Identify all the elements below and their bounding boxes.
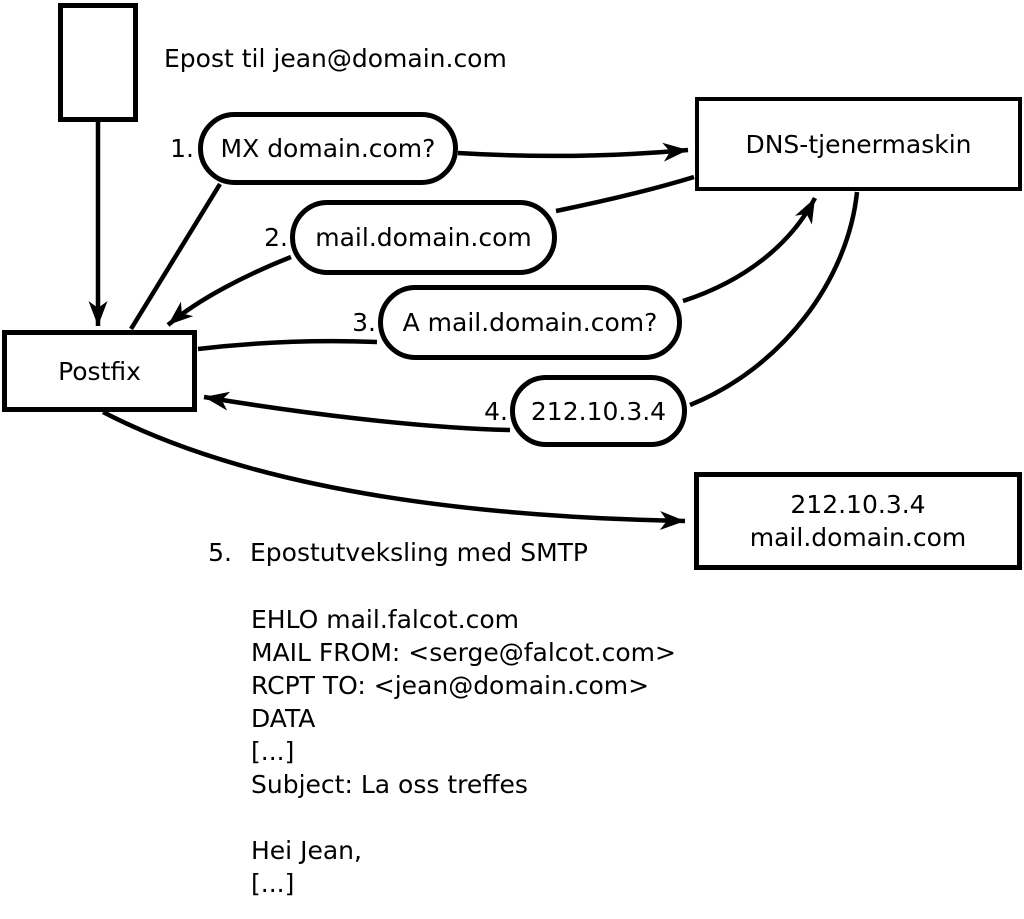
- diagram-title: Epost til jean@domain.com: [164, 44, 507, 73]
- step-bubble-label: mail.domain.com: [315, 223, 532, 252]
- dns-server-node: DNS-tjenermaskin: [695, 97, 1022, 191]
- step-bubble-a-answer: 212.10.3.4: [510, 375, 687, 447]
- step-number-1: 1.: [170, 134, 194, 163]
- dns-server-label: DNS-tjenermaskin: [745, 129, 972, 159]
- smtp-session-line: EHLO mail.falcot.com: [251, 605, 520, 634]
- connector-dns-to-step2: [555, 174, 695, 214]
- connector-postfix-to-step1: [129, 182, 222, 331]
- step-bubble-a-query: A mail.domain.com?: [378, 285, 682, 360]
- step-number-2: 2.: [264, 223, 288, 252]
- smtp-session-line: [251, 801, 676, 834]
- step-bubble-mx-query: MX domain.com?: [198, 112, 458, 185]
- step-5-label: Epostutveksling med SMTP: [250, 538, 589, 567]
- connector-postfix-to-step3: [197, 338, 378, 352]
- smtp-session-line: [...]: [251, 869, 295, 898]
- smtp-session-line: [...]: [251, 737, 295, 766]
- smtp-session-line: DATA: [251, 704, 316, 733]
- arrow-step4-to-postfix: [203, 391, 511, 433]
- smtp-session-line: RCPT TO: <jean@domain.com>: [251, 671, 650, 700]
- email-icon: [58, 3, 138, 122]
- postfix-node: Postfix: [2, 330, 197, 412]
- smtp-session-line: .: [251, 902, 259, 919]
- mail-server-node: 212.10.3.4 mail.domain.com: [694, 472, 1022, 570]
- connector-dns-to-step4: [689, 191, 860, 408]
- smtp-session-block: EHLO mail.falcot.com MAIL FROM: <serge@f…: [251, 603, 676, 919]
- smtp-session-line: Hei Jean,: [251, 836, 362, 865]
- arrow-step3-to-dns: [682, 196, 817, 304]
- step-bubble-label: A mail.domain.com?: [402, 308, 658, 337]
- mail-server-hostname: mail.domain.com: [749, 523, 967, 552]
- arrow-step2-to-postfix: [166, 254, 292, 327]
- step-bubble-mx-answer: mail.domain.com: [290, 200, 557, 275]
- step-number-3: 3.: [352, 308, 376, 337]
- arrow-postfix-to-mailserver: [101, 410, 686, 531]
- step-number-4: 4.: [484, 397, 508, 426]
- mail-server-ip: 212.10.3.4: [790, 490, 926, 519]
- step-bubble-label: MX domain.com?: [220, 134, 436, 163]
- postfix-label: Postfix: [58, 356, 141, 386]
- step-number-5: 5.: [208, 538, 232, 567]
- step-bubble-label: 212.10.3.4: [530, 396, 667, 426]
- mail-server-labels: 212.10.3.4 mail.domain.com: [750, 488, 966, 554]
- smtp-session-line: MAIL FROM: <serge@falcot.com>: [251, 638, 676, 667]
- arrow-step1-to-dns: [457, 142, 689, 162]
- smtp-session-line: Subject: La oss treffes: [251, 770, 528, 799]
